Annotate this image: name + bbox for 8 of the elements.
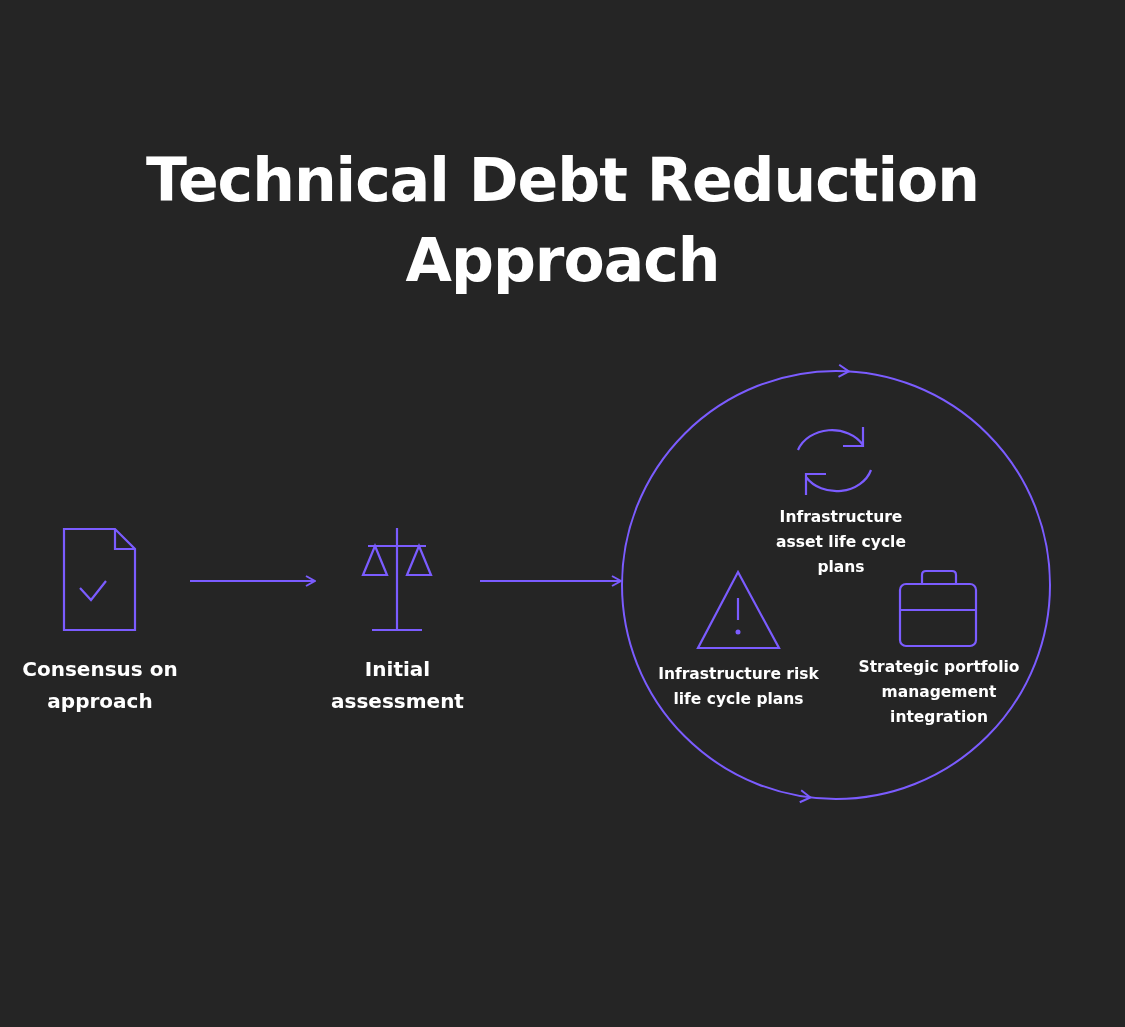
node-label: Strategic portfolio management integration (857, 657, 1021, 728)
node-label: Infrastructure asset life cycle plans (775, 507, 907, 578)
arrow (480, 575, 622, 587)
node-label: Infrastructure risk life cycle plans (657, 664, 820, 710)
node-label: Initial assessment (330, 656, 465, 715)
title: Technical Debt Reduction Approach (144, 144, 981, 297)
arrow (190, 575, 316, 587)
node-label: Consensus on approach (21, 656, 179, 715)
